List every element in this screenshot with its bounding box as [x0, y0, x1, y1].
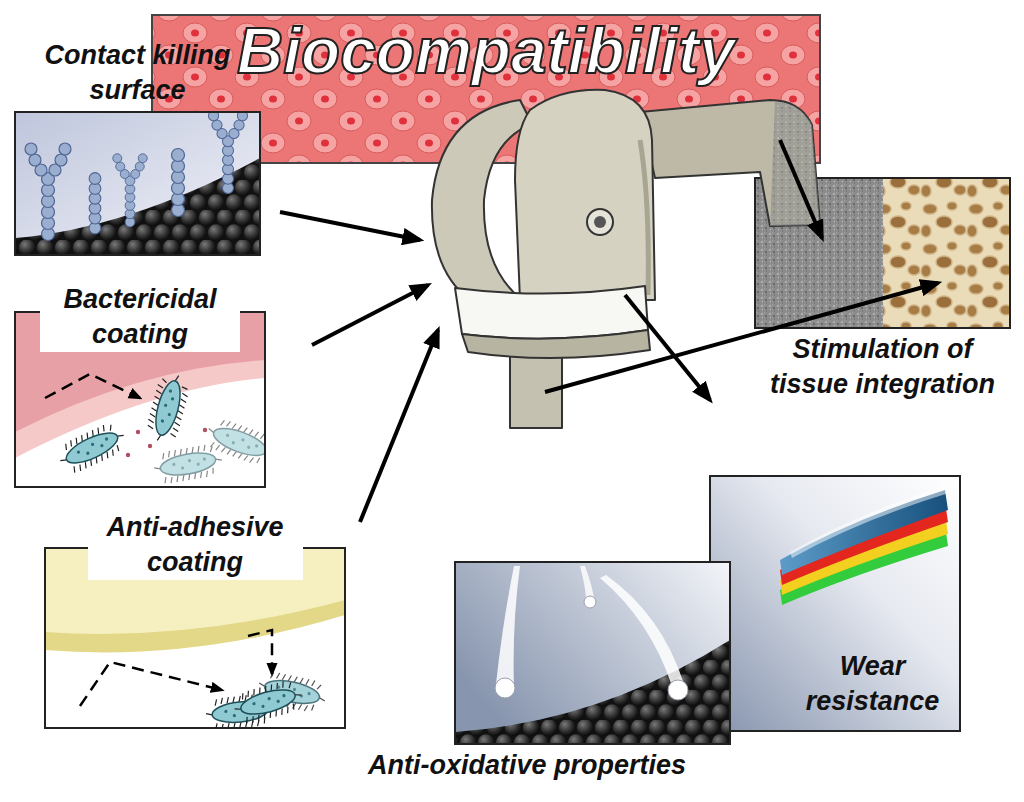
feature-heading: Anti-adhesive coating — [88, 510, 303, 580]
wear-picture — [790, 484, 952, 558]
prosthesis — [594, 216, 606, 228]
bactericidal-picture — [144, 371, 193, 445]
feature-heading: Wear resistance — [795, 649, 950, 719]
anti-oxidative-picture — [495, 678, 515, 698]
bactericidal-picture — [203, 415, 265, 468]
contact-killing-picture — [222, 136, 233, 194]
feature-panel: Contact killing surface — [15, 112, 260, 255]
contact-killing-picture — [42, 173, 55, 241]
prosthesis — [640, 100, 820, 226]
contact-killing-picture — [172, 149, 185, 217]
wear-picture — [780, 490, 948, 575]
anti-oxidative-picture — [455, 562, 730, 744]
anti-oxidative-picture — [584, 596, 596, 608]
contact-killing-picture — [208, 112, 247, 139]
anti-oxidative-picture — [455, 640, 730, 744]
panel-frame — [15, 112, 260, 255]
anti-oxidative-picture — [600, 575, 684, 686]
bactericidal-picture — [126, 453, 130, 457]
arrow — [625, 295, 710, 400]
anti-adhesive-picture — [231, 678, 305, 727]
anti-oxidative-picture — [496, 566, 520, 688]
feature-panel: Stimulation of tissue integration — [755, 178, 1010, 328]
heading-slot: Contact killing surface — [15, 38, 260, 108]
anti-oxidative-picture — [455, 562, 730, 744]
contact-killing-picture — [125, 176, 135, 227]
wear-picture — [710, 476, 960, 731]
anti-adhesive-picture — [248, 630, 272, 674]
prosthesis — [515, 90, 655, 300]
wear-picture — [710, 476, 960, 731]
feature-heading: Bactericidal coating — [40, 282, 240, 352]
anti-oxidative-picture — [580, 566, 594, 598]
banner-box: Biocompatibility — [152, 15, 820, 163]
panel-frame — [455, 562, 730, 744]
prosthesis — [462, 330, 650, 358]
feature-heading: Anti-oxidative properties — [312, 748, 742, 783]
bactericidal-picture — [152, 442, 225, 485]
prosthesis — [587, 209, 613, 235]
arrow — [780, 140, 822, 238]
contact-killing-picture — [113, 154, 148, 179]
feature-panel: Anti-oxidative properties — [455, 562, 730, 744]
tissue-picture — [883, 178, 1010, 328]
feature-heading: Contact killing surface — [15, 38, 260, 108]
arrow — [360, 330, 438, 522]
bactericidal-picture — [136, 430, 140, 434]
banner-title: Biocompatibility — [152, 19, 820, 83]
heading-slot: Anti-oxidative properties — [312, 748, 742, 783]
contact-killing-picture — [15, 112, 260, 255]
arrow — [280, 212, 420, 240]
heading-slot: Wear resistance — [795, 649, 950, 719]
contact-killing-picture — [25, 143, 71, 176]
prosthesis — [432, 90, 820, 428]
heading-slot: Anti-adhesive coating — [88, 510, 303, 580]
feature-panel: Anti-adhesive coating — [45, 548, 345, 728]
heading-slot: Stimulation of tissue integration — [752, 332, 1014, 402]
arrow — [280, 140, 938, 522]
bactericidal-picture — [54, 419, 129, 477]
anti-adhesive-picture — [80, 662, 222, 706]
feature-panel: Wear resistance — [710, 476, 960, 731]
prosthesis — [770, 102, 820, 226]
heading-slot: Biocompatibility — [152, 19, 820, 83]
anti-oxidative-picture — [668, 680, 688, 700]
feature-panel: Bactericidal coating — [15, 312, 265, 487]
prosthesis — [640, 140, 648, 295]
contact-killing-picture — [89, 173, 101, 234]
feature-heading: Stimulation of tissue integration — [752, 332, 1014, 402]
bactericidal-picture — [45, 374, 140, 398]
bactericidal-picture — [203, 428, 207, 432]
bactericidal-picture — [148, 444, 152, 448]
arrow — [312, 285, 428, 345]
prosthesis — [455, 286, 648, 339]
heading-slot: Bactericidal coating — [40, 282, 240, 352]
panel-frame — [710, 476, 960, 731]
